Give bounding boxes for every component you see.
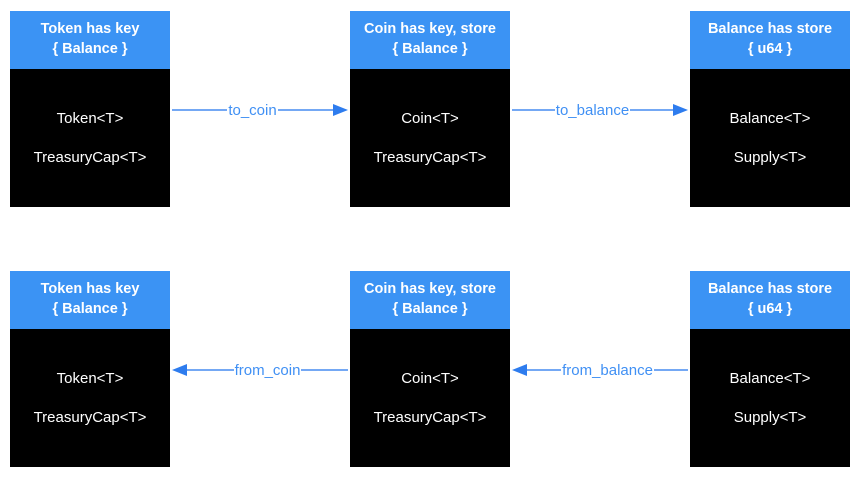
arrow-line (277, 109, 333, 111)
box-body: Balance<T> Supply<T> (690, 69, 850, 207)
struct-box-balance: Balance has store { u64 } Balance<T> Sup… (690, 271, 850, 467)
arrow-from-coin: from_coin (172, 360, 349, 380)
arrow-line (301, 369, 349, 371)
box-body: Coin<T> TreasuryCap<T> (350, 69, 510, 207)
type-label: TreasuryCap<T> (373, 409, 487, 426)
type-label: Balance<T> (729, 110, 811, 127)
box-header: Coin has key, store { Balance } (350, 271, 510, 329)
arrowhead-right-icon (673, 104, 688, 116)
arrow-line (512, 109, 555, 111)
type-label: Balance<T> (729, 370, 811, 387)
box-body: Balance<T> Supply<T> (690, 329, 850, 467)
box-title-line: Balance has store (707, 21, 833, 38)
arrow-line (172, 109, 228, 111)
arrow-line (653, 369, 689, 371)
struct-box-coin: Coin has key, store { Balance } Coin<T> … (350, 271, 510, 467)
type-label: Token<T> (56, 370, 124, 387)
arrow-to-balance: to_balance (512, 100, 688, 120)
box-title-line: { Balance } (52, 41, 128, 57)
type-label: Supply<T> (733, 409, 807, 426)
type-label: Coin<T> (401, 370, 459, 387)
arrow-line (630, 109, 673, 111)
box-title-line: Coin has key, store (364, 281, 496, 298)
box-title-line: { Balance } (392, 301, 468, 317)
type-label: TreasuryCap<T> (373, 149, 487, 166)
struct-box-balance: Balance has store { u64 } Balance<T> Sup… (690, 11, 850, 207)
box-title-line: { u64 } (747, 301, 793, 317)
arrowhead-left-icon (512, 364, 527, 376)
box-header: Token has key { Balance } (10, 11, 170, 69)
box-body: Token<T> TreasuryCap<T> (10, 69, 170, 207)
type-label: TreasuryCap<T> (33, 409, 147, 426)
arrowhead-left-icon (172, 364, 187, 376)
box-title-line: Token has key (40, 21, 140, 38)
arrow-label: from_balance (562, 361, 653, 379)
box-title-line: { Balance } (52, 301, 128, 317)
arrow-to-coin: to_coin (172, 100, 348, 120)
arrow-label: to_coin (228, 101, 277, 119)
box-title-line: Balance has store (707, 281, 833, 298)
box-body: Token<T> TreasuryCap<T> (10, 329, 170, 467)
box-header: Coin has key, store { Balance } (350, 11, 510, 69)
box-header: Balance has store { u64 } (690, 271, 850, 329)
arrowhead-right-icon (333, 104, 348, 116)
box-header: Token has key { Balance } (10, 271, 170, 329)
type-label: TreasuryCap<T> (33, 149, 147, 166)
box-title-line: Coin has key, store (364, 21, 496, 38)
arrow-line (187, 369, 234, 371)
arrow-from-balance: from_balance (512, 360, 689, 380)
box-title-line: { u64 } (747, 41, 793, 57)
struct-box-token: Token has key { Balance } Token<T> Treas… (10, 11, 170, 207)
box-title-line: Token has key (40, 281, 140, 298)
type-label: Token<T> (56, 110, 124, 127)
type-label: Supply<T> (733, 149, 807, 166)
box-body: Coin<T> TreasuryCap<T> (350, 329, 510, 467)
arrow-label: from_coin (234, 361, 301, 379)
box-header: Balance has store { u64 } (690, 11, 850, 69)
type-label: Coin<T> (401, 110, 459, 127)
struct-box-coin: Coin has key, store { Balance } Coin<T> … (350, 11, 510, 207)
struct-box-token: Token has key { Balance } Token<T> Treas… (10, 271, 170, 467)
arrow-line (527, 369, 562, 371)
box-title-line: { Balance } (392, 41, 468, 57)
arrow-label: to_balance (555, 101, 630, 119)
